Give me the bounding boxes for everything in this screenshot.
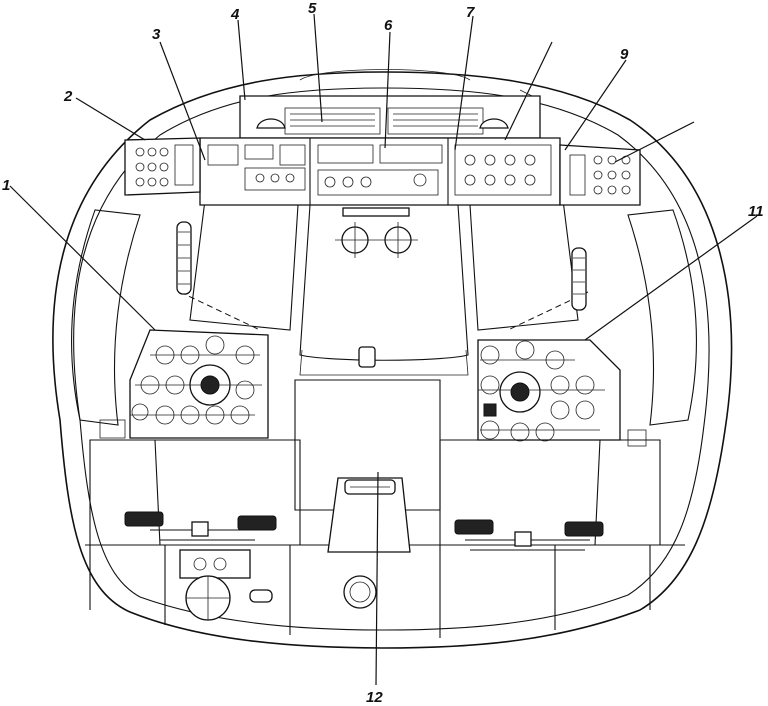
callout-4: 4	[230, 6, 240, 23]
upper-instrument-panel	[199, 137, 561, 206]
callout-9: 9	[620, 46, 629, 63]
callout-2: 2	[63, 88, 73, 105]
fuselage-outline	[52, 69, 733, 649]
window-posts	[176, 221, 587, 311]
callout-6: 6	[384, 17, 393, 34]
callout-11: 11	[748, 203, 764, 220]
callout-1: 1	[2, 177, 10, 194]
window-frames	[71, 199, 697, 426]
callout-7: 7	[466, 4, 475, 21]
center-pedestal	[327, 477, 411, 609]
left-side-console	[124, 137, 201, 196]
left-pilot-panel	[99, 329, 269, 439]
right-rudder-pedals	[454, 519, 604, 551]
left-rudder-pedals	[124, 511, 277, 621]
callout-3: 3	[152, 26, 161, 43]
leader-lines	[9, 13, 758, 686]
center-standby-instruments	[335, 207, 418, 258]
right-pilot-panel	[477, 339, 647, 447]
callout-5: 5	[308, 0, 317, 17]
overhead-panel	[239, 95, 541, 139]
right-side-console	[559, 144, 641, 206]
callout-12: 12	[366, 689, 383, 706]
